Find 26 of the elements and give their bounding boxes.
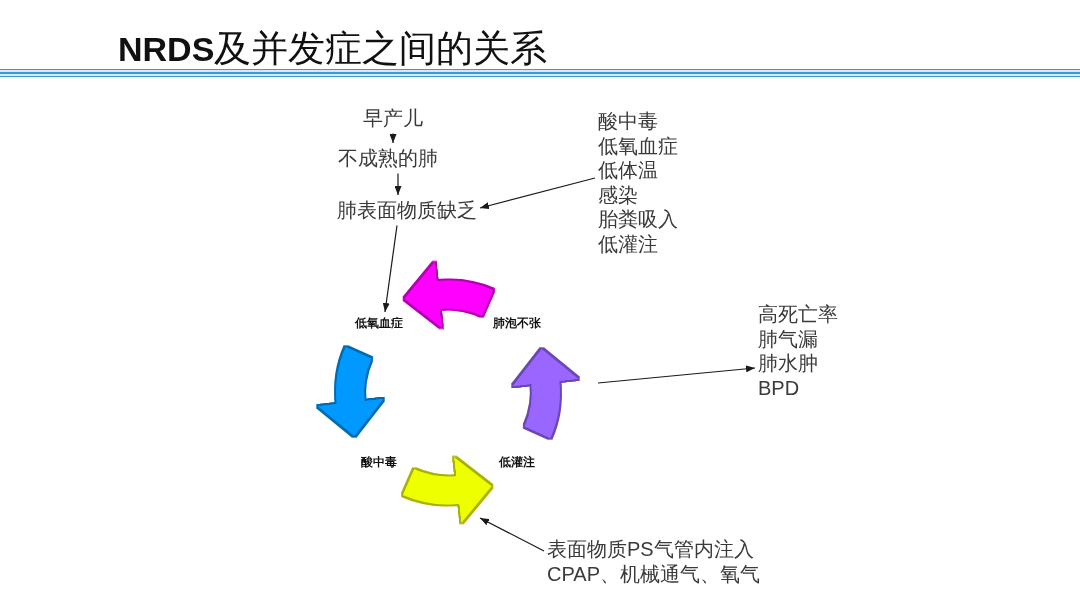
step-label: 肺表面物质缺乏 (337, 198, 477, 223)
cycle-label: 酸中毒 (361, 454, 397, 470)
cycle-label: 低氧血症 (355, 315, 403, 331)
slide-title: NRDS及并发症之间的关系 (118, 27, 548, 71)
outcome-item: 肺气漏 (758, 326, 818, 351)
outcome-item: 高死亡率 (758, 302, 838, 327)
factor-item: 感染 (598, 182, 638, 207)
arrow (479, 177, 596, 210)
treatment-item: CPAP、机械通气、氧气 (547, 561, 760, 586)
outcome-item: BPD (758, 375, 800, 400)
arrow (597, 365, 756, 384)
arrow (479, 517, 545, 552)
step-label: 不成熟的肺 (338, 146, 438, 171)
outcome-item: 肺水肿 (758, 351, 818, 376)
cycle-label: 低灌注 (499, 454, 535, 470)
factor-item: 低灌注 (598, 231, 658, 256)
step-label: 早产儿 (363, 106, 423, 131)
treatment-item: 表面物质PS气管内注入 (547, 537, 754, 562)
factor-item: 低氧血症 (598, 133, 678, 158)
factor-item: 酸中毒 (598, 109, 658, 134)
cycle-label: 肺泡不张 (493, 315, 541, 331)
arrow (389, 132, 397, 144)
factor-item: 胎粪吸入 (598, 207, 678, 232)
arrow (394, 172, 402, 196)
arrow (382, 224, 398, 313)
factor-item: 低体温 (598, 158, 658, 183)
